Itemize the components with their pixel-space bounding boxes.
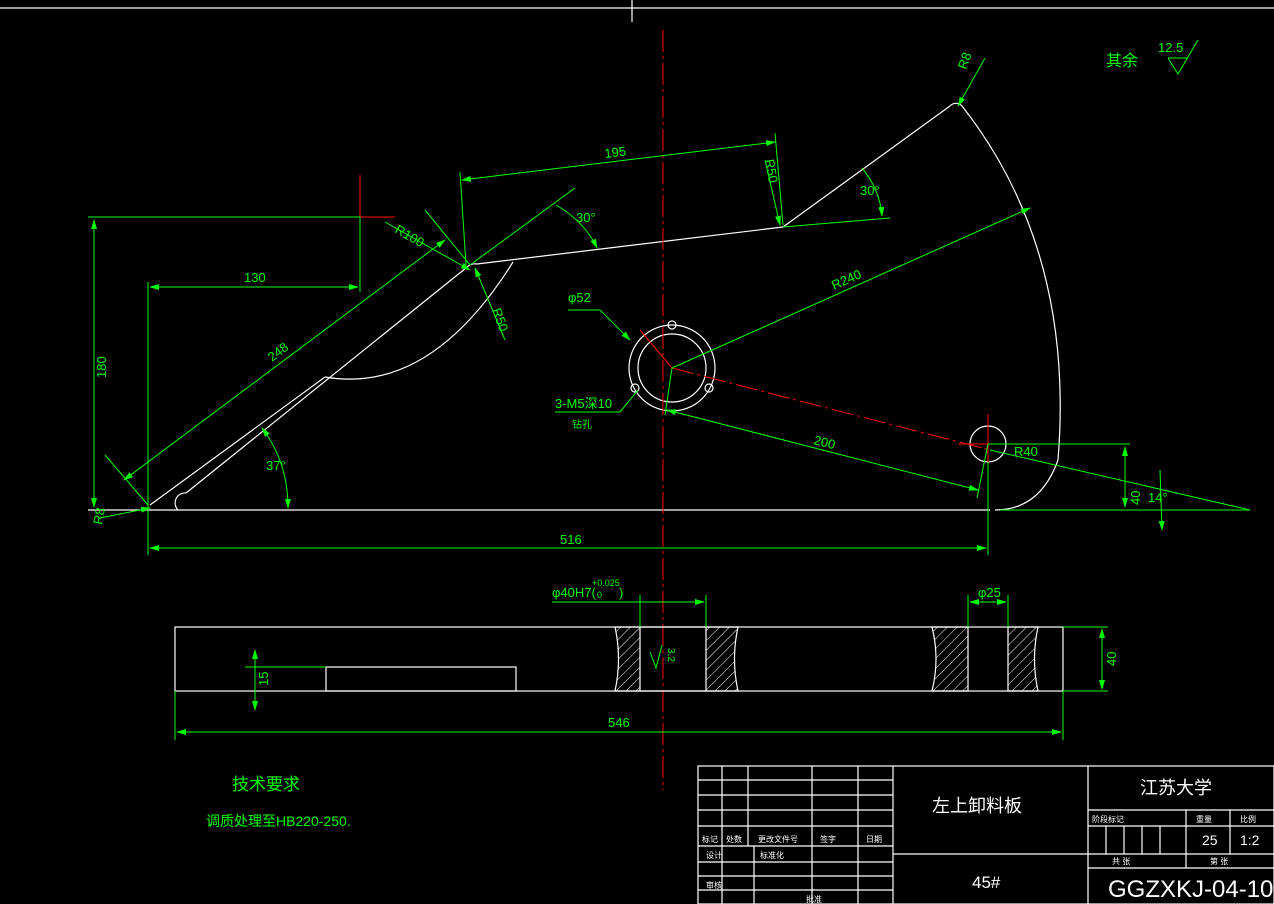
tb-h-sheets: 共 张 — [1112, 857, 1130, 866]
tb-h-review: 审核 — [706, 880, 722, 890]
dim-phi40h7-sup: +0.025 — [592, 578, 620, 588]
tb-h-approve: 批准 — [806, 894, 822, 904]
dim-130: 130 — [244, 270, 266, 285]
dim-516: 516 — [560, 532, 582, 547]
dim-200: 200 — [812, 432, 837, 452]
tb-h-std: 标准化 — [760, 850, 784, 860]
dim-15: 15 — [256, 672, 271, 686]
surface-finish-label: 其余 — [1106, 51, 1138, 70]
dim-r8-top-left: R8 — [90, 507, 108, 526]
dim-r50-mid: R50 — [489, 306, 511, 334]
dim-phi52: φ52 — [568, 290, 591, 305]
dim-r8-top-right: R8 — [955, 50, 975, 71]
dim-angle-30-a: 30° — [576, 210, 596, 225]
dim-r100: R100 — [393, 222, 427, 251]
dim-angle-30-b: 30° — [860, 183, 880, 198]
tb-h-scale: 比例 — [1240, 814, 1256, 824]
dim-195: 195 — [604, 143, 627, 161]
tb-h-weight: 重量 — [1196, 814, 1212, 824]
sheet-frame — [0, 0, 1274, 22]
dim-holes-sub: 钻孔 — [572, 418, 592, 431]
dim-holes: 3-M5深10 — [555, 396, 612, 411]
dim-r50-top: R50 — [762, 158, 781, 184]
dim-phi40h7-sub: 0 — [597, 590, 602, 600]
dim-phi25: φ25 — [978, 585, 1001, 600]
dim-40-thickness: 40 — [1104, 652, 1119, 666]
tb-h-stage: 阶段标记 — [1092, 814, 1124, 824]
tb-h-design: 设计 — [706, 850, 722, 860]
tb-h-count: 处数 — [726, 834, 742, 844]
title-block — [697, 765, 1274, 904]
tb-material: 45# — [972, 873, 1001, 892]
tb-drawing-no: GGZXKJ-04-10 — [1108, 876, 1273, 903]
tb-scale: 1:2 — [1240, 832, 1260, 848]
tech-req-title: 技术要求 — [232, 775, 300, 794]
dim-r40: R40 — [1014, 444, 1038, 459]
tech-req-line1: 调质处理至HB220-250. — [206, 813, 351, 829]
dim-248: 248 — [265, 339, 291, 364]
tb-h-mark: 标记 — [702, 834, 718, 844]
dim-phi40h7: φ40H7( — [552, 585, 597, 600]
tb-quantity: 25 — [1202, 832, 1218, 848]
tb-h-date: 日期 — [866, 835, 882, 844]
tb-part-name: 左上卸料板 — [932, 796, 1022, 816]
section-view — [174, 626, 1064, 692]
section-dimensions — [174, 595, 1108, 740]
dim-angle-37: 37° — [266, 458, 286, 473]
tb-h-sheet: 第 张 — [1210, 856, 1228, 866]
dim-180: 180 — [94, 356, 109, 378]
dim-angle-14: 14° — [1148, 490, 1168, 505]
tb-h-sign: 签字 — [820, 834, 836, 844]
dim-40-right: 40 — [1128, 491, 1143, 505]
dim-phi40h7-close: ) — [619, 585, 623, 600]
front-view-outline — [88, 102, 1061, 511]
dimension-lines — [88, 57, 1251, 555]
tb-school: 江苏大学 — [1140, 778, 1212, 798]
dim-surface-3-2: 3.2 — [665, 648, 676, 662]
dim-r240: R240 — [829, 266, 863, 292]
dim-546: 546 — [608, 715, 630, 730]
surface-finish-value: 12.5 — [1158, 40, 1183, 55]
tb-h-file: 更改文件号 — [758, 834, 798, 844]
surface-finish-symbol — [1167, 39, 1199, 75]
